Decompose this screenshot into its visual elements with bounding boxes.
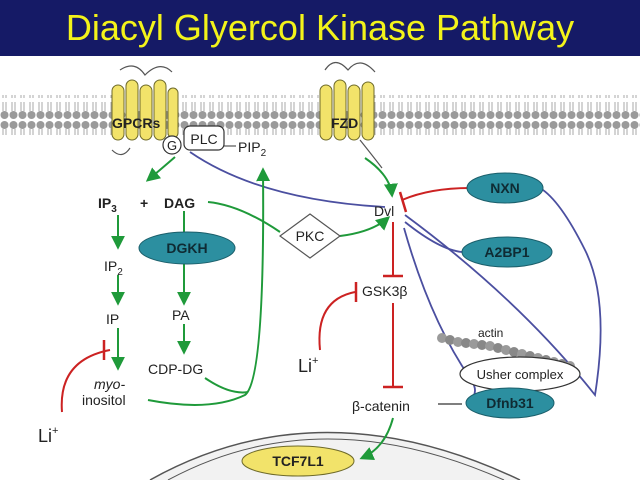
pkc-to-dvl-arrow — [339, 216, 391, 237]
cdp-dg-label: CDP-DG — [148, 361, 203, 377]
pa-label: PA — [172, 307, 190, 323]
ip2-label: IP2 — [104, 258, 123, 278]
myo-label: myo- — [94, 376, 125, 392]
dfnb31-node — [465, 387, 555, 419]
gsk3b-label: GSK3β — [362, 283, 407, 299]
ip-label: IP — [106, 311, 119, 327]
g-protein — [162, 135, 182, 155]
dag-label: DAG — [164, 195, 195, 211]
pip2-label: PIP2 — [238, 139, 267, 159]
usher-complex-label: Usher complex — [477, 367, 564, 382]
dgkh-node — [138, 231, 236, 265]
li-inhibits-inositol — [60, 349, 111, 413]
plc-box — [183, 125, 225, 151]
li-right-label: Li+ — [298, 355, 318, 376]
gpcr-receptor: GPCRs — [111, 65, 179, 156]
dfnb31-label: Dfnb31 — [486, 395, 534, 411]
a2bp1-label: A2BP1 — [484, 244, 529, 260]
slide-title: Diacyl Glyercol Kinase Pathway — [65, 7, 575, 48]
pkc-label: PKC — [296, 228, 325, 244]
gpcr-label: GPCRs — [112, 115, 160, 131]
pkc-node — [278, 213, 342, 259]
actin-label: actin — [478, 326, 503, 340]
plc-label: PLC — [190, 131, 217, 147]
bcatenin-to-tcf-arrow — [359, 417, 394, 460]
inositol-label: inositol — [82, 392, 126, 408]
recycle-to-pip2-arrow — [147, 167, 271, 406]
li-inhibits-gsk3b — [318, 291, 356, 351]
dag-to-pkc-line — [207, 201, 281, 233]
a2bp1-node — [461, 236, 553, 268]
g-protein-label: G — [167, 138, 177, 153]
dvl-a2bp1-link — [404, 221, 463, 253]
fzd-label: FZD — [331, 115, 358, 131]
nxn-label: NXN — [490, 180, 520, 196]
nxn-node — [466, 172, 544, 204]
plc-to-ip3-arrow — [145, 156, 176, 182]
fzd-receptor: FZD — [319, 61, 383, 169]
nxn-inhibits-dvl — [401, 187, 471, 201]
fzd-to-dvl-arrow — [364, 157, 398, 198]
beta-catenin-label: β-catenin — [352, 398, 410, 414]
tcf7l1-node — [241, 445, 355, 477]
ip3-label: IP3 — [98, 195, 117, 215]
title-bar — [0, 0, 640, 56]
dvl-dfnb31-link — [403, 227, 476, 401]
plc-dvl-link — [189, 151, 386, 208]
plus-sign: + — [140, 195, 148, 211]
dvl-nxn-loop — [404, 187, 602, 398]
dgkh-label: DGKH — [166, 240, 207, 256]
tcf7l1-label: TCF7L1 — [272, 453, 324, 469]
dvl-label: Dvl — [374, 203, 394, 219]
li-left-label: Li+ — [38, 425, 58, 446]
